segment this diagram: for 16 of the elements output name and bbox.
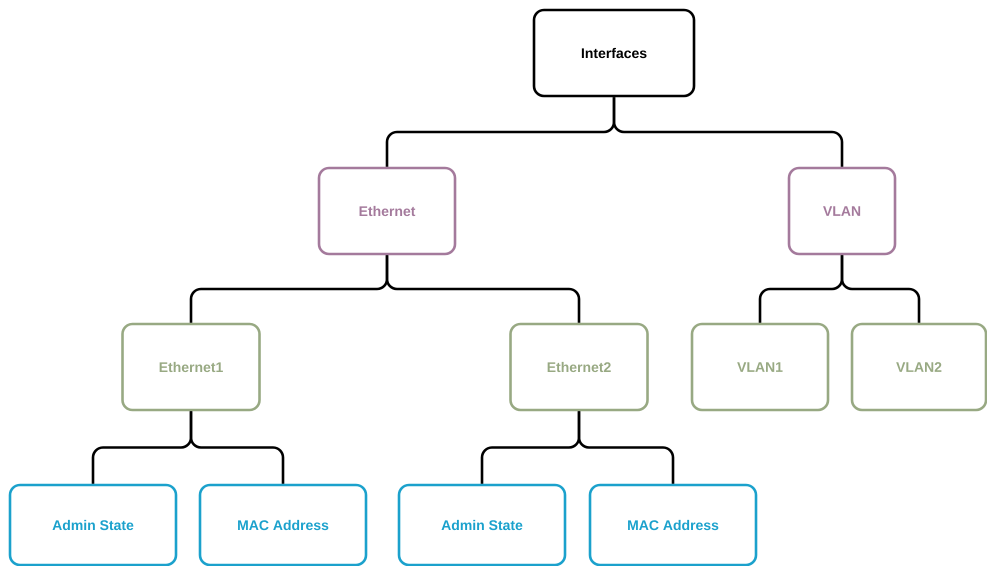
tree-box: Admin State — [398, 484, 566, 566]
connector — [190, 411, 284, 484]
connector — [612, 97, 844, 167]
tree-box: Interfaces — [532, 8, 696, 98]
tree-box: MAC Address — [198, 484, 368, 566]
connector — [386, 255, 580, 323]
connector — [840, 255, 920, 323]
tree-box: Admin State — [8, 484, 178, 566]
connector — [578, 411, 674, 484]
tree-box: Ethernet — [318, 166, 456, 256]
tree-box: Ethernet2 — [509, 322, 649, 412]
tree-box: VLAN2 — [850, 322, 987, 412]
tree-box: VLAN — [788, 166, 896, 256]
tree-box: MAC Address — [588, 484, 758, 566]
tree-box: VLAN1 — [690, 322, 830, 412]
tree-box: Ethernet1 — [121, 322, 261, 412]
